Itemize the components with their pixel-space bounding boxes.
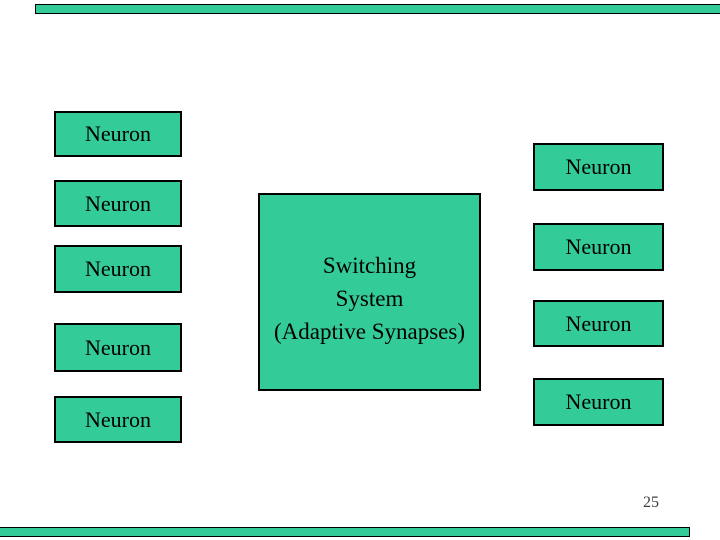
neuron-box-label: Neuron [565,154,632,179]
neuron-box-label: Neuron [85,190,151,216]
neuron-box: Neuron [54,245,182,293]
neuron-box: Neuron [533,143,664,191]
bottom-decoration-bar [0,527,690,537]
neuron-box-label: Neuron [565,389,632,414]
switching-system-line: Switching [322,252,417,278]
neuron-box-label: Neuron [85,121,151,146]
neuron-box-label: Neuron [85,256,151,281]
neuron-box: Neuron [533,378,664,426]
neuron-box: Neuron [54,180,182,227]
neuron-box: Neuron [54,396,182,443]
switching-system-line: (Adaptive Synapses) [274,318,465,344]
neuron-box-label: Neuron [85,406,151,432]
page-number: 25 [643,494,659,511]
neuron-box: Neuron [54,323,182,372]
neuron-box: Neuron [54,111,182,157]
switching-system-box: Switching System (Adaptive Synapses) [258,193,481,391]
switching-system-line: System [335,285,404,311]
neuron-box-label: Neuron [565,234,632,259]
neuron-box: Neuron [533,300,664,347]
top-decoration-bar [35,4,720,14]
neuron-box-label: Neuron [85,334,151,360]
neuron-box: Neuron [533,223,664,271]
neuron-box-label: Neuron [565,310,632,336]
